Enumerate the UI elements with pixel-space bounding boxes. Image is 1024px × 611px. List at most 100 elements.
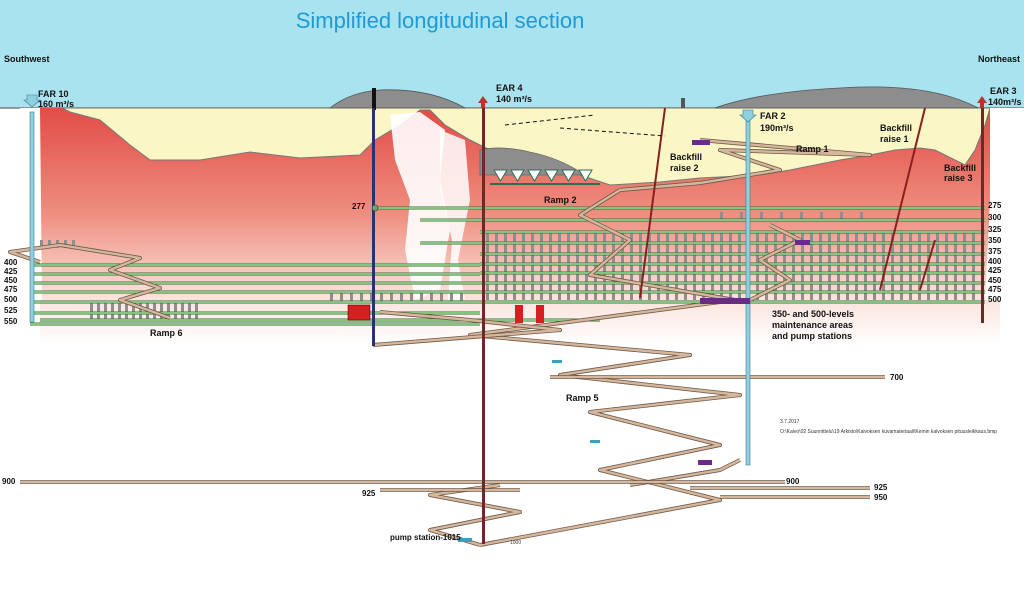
ramp-2-label: Ramp 2 [544,195,577,205]
far10-arrow-icon [23,94,41,108]
level-925-left-label: 925 [362,489,376,498]
stope-63 [90,302,93,320]
stope-41 [855,232,858,300]
stope-78 [195,302,198,320]
crusher-4 [561,169,576,182]
stope-27 [729,232,732,300]
far2-flow: 190m³/s [760,123,794,133]
stope-52 [954,232,957,300]
stope-34 [792,232,795,300]
stope-15 [621,232,624,300]
crusher-3 [544,169,559,182]
right-level-275: 275 [988,201,1002,210]
stope-62 [860,212,863,220]
level-900-right-label: 900 [786,477,800,486]
purple-marker-4 [698,460,712,465]
stope-18 [648,232,651,300]
stope-48 [918,232,921,300]
stope-11 [585,232,588,300]
pump-station-label: pump station-1015 [390,533,461,542]
level-277-label: 277 [352,202,366,211]
right-level-400: 400 [988,257,1002,266]
left-level-425: 425 [4,267,18,276]
backfill-raises [639,107,936,299]
deep-levels [20,375,885,499]
stope-38 [828,232,831,300]
ramp-right [749,223,802,302]
right-level-475: 475 [988,285,1002,294]
right-level-375: 375 [988,247,1002,256]
stope-89 [430,292,433,302]
stope-55 [720,212,723,220]
stope-20 [666,232,669,300]
backfill-raise-3-line1: Backfill [944,163,976,173]
stope-61 [840,212,843,220]
stope-10 [576,232,579,300]
ear3-raise [981,108,984,323]
ramp-6-label: Ramp 6 [150,328,183,338]
stope-83 [370,292,373,302]
stope-53 [963,232,966,300]
left-level-400: 400 [4,258,18,267]
stope-37 [819,232,822,300]
stope-92 [460,292,463,302]
level-925-right-label: 925 [874,483,888,492]
level-950-right-label: 950 [874,493,888,502]
stope-22 [684,232,687,300]
red-equipment [347,304,371,321]
direction-northeast: Northeast [978,54,1020,64]
stope-2 [504,232,507,300]
ear3-name: EAR 3 [990,86,1017,96]
white-zone-right [985,108,1024,300]
stope-66 [111,302,114,320]
level-900-left-label: 900 [2,477,16,486]
stope-57 [760,212,763,220]
level-drifts [30,206,985,326]
left-level-500: 500 [4,295,18,304]
pit-dashed-line-1 [504,114,596,126]
crusher-row [493,169,593,182]
right-level-425: 425 [988,266,1002,275]
waste-pile-left [328,89,467,109]
stope-36 [810,232,813,300]
stope-33 [783,232,786,300]
red-marker-2 [536,305,544,323]
stope-39 [837,232,840,300]
stope-46 [900,232,903,300]
stope-13 [603,232,606,300]
stope-19 [657,232,660,300]
stope-80 [340,292,343,302]
ear4-arrow-icon [478,96,488,108]
stope-94 [48,240,51,248]
crusher-2 [527,169,542,182]
stope-56 [740,212,743,220]
stope-54 [972,232,975,300]
ramp-connector [629,458,741,487]
cyan-marker-1 [552,360,562,363]
stope-16 [630,232,633,300]
stope-26 [720,232,723,300]
stope-14 [612,232,615,300]
right-level-325: 325 [988,225,1002,234]
cyan-marker-2 [590,440,600,443]
stope-21 [675,232,678,300]
stope-75 [174,302,177,320]
waste-pile-right [714,86,979,109]
stope-1 [495,232,498,300]
ear4-flow: 140 m³/s [496,94,532,104]
right-level-300: 300 [988,213,1002,222]
stope-73 [160,302,163,320]
stope-12 [594,232,597,300]
pump-marker [458,538,472,542]
backfill-raise-2-line [639,107,666,299]
ear3-arrow-icon [977,96,987,108]
right-level-350: 350 [988,236,1002,245]
stope-51 [945,232,948,300]
left-level-525: 525 [4,306,18,315]
level-277-node [371,204,379,212]
stope-0 [486,232,489,300]
stope-79 [330,292,333,302]
purple-marker-1 [692,140,710,145]
